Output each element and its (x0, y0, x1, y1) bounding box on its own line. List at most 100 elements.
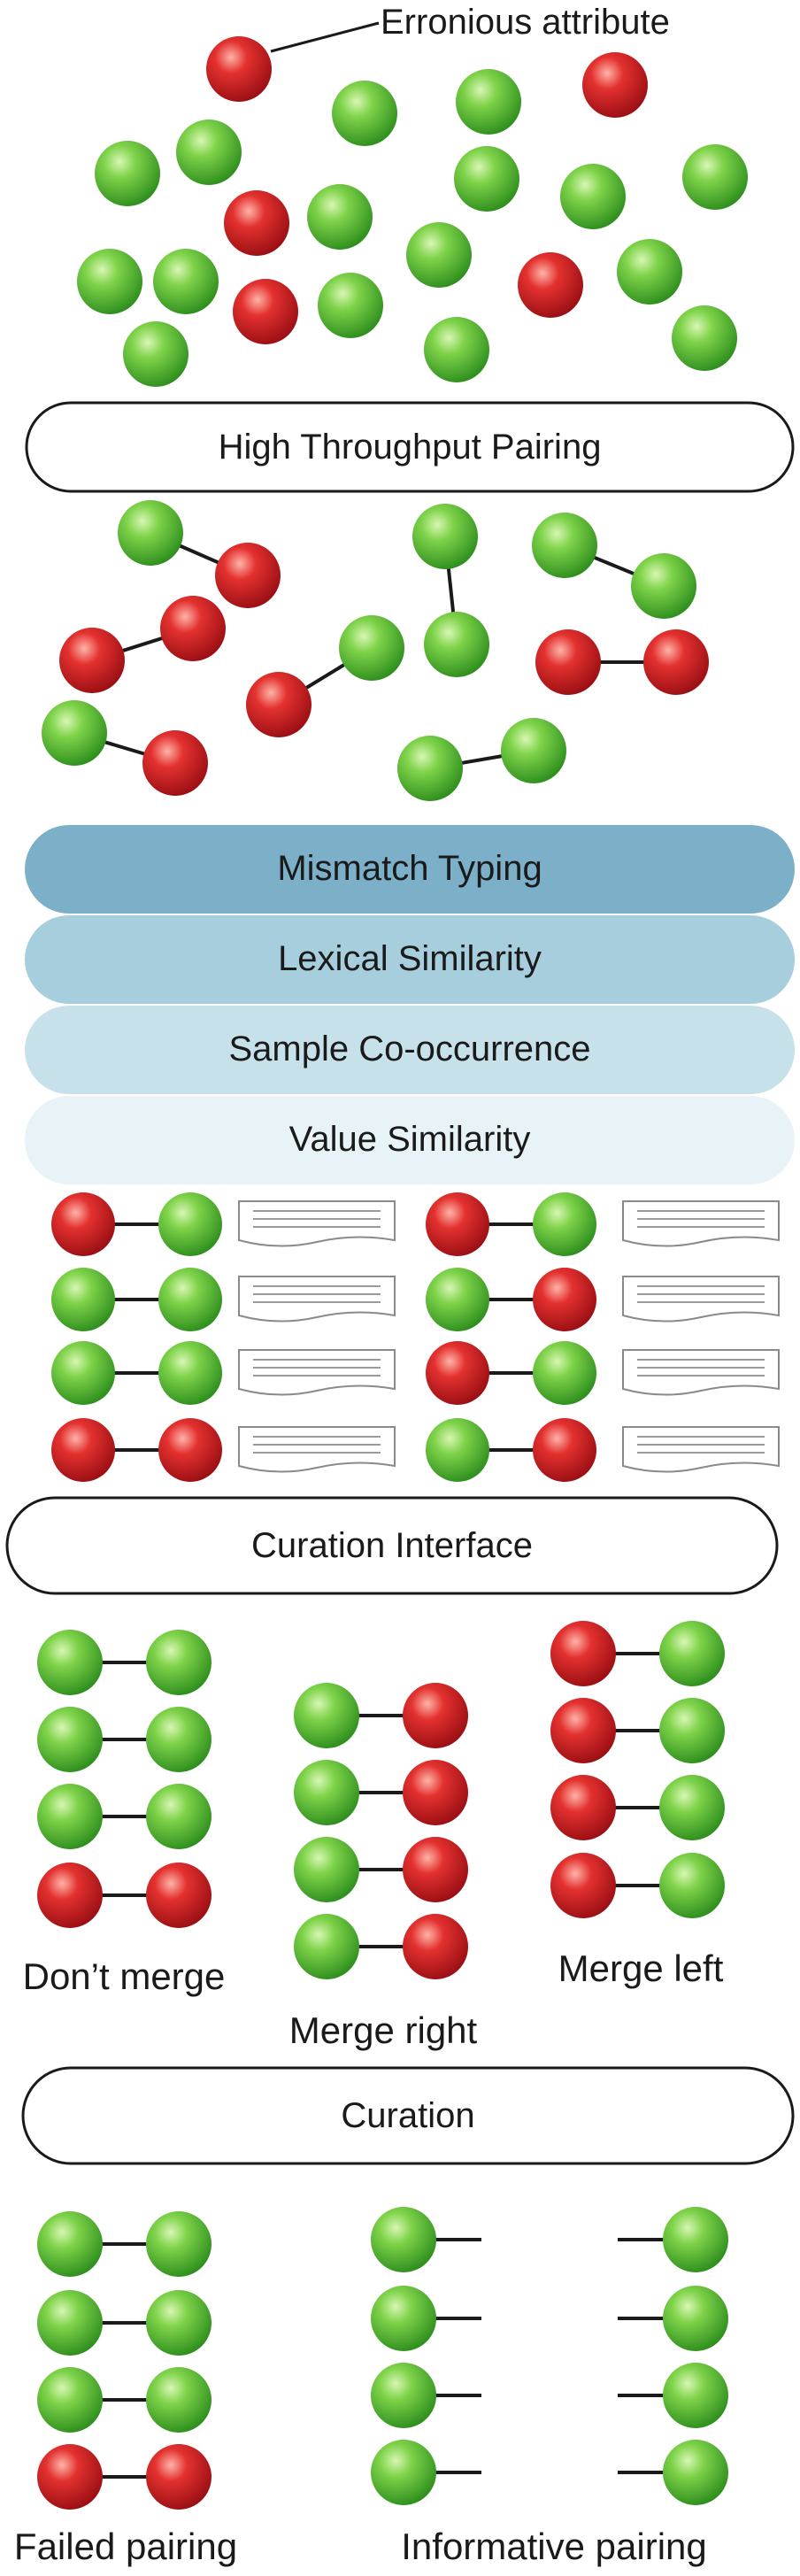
candidate-pairs (42, 500, 709, 801)
green-node-icon (617, 239, 682, 305)
attribute-pair (550, 1775, 725, 1840)
green-node-icon (397, 736, 463, 801)
red-node-icon (550, 1853, 616, 1918)
red-node-icon (215, 543, 281, 608)
green-node-icon (307, 184, 373, 250)
curation-label: Curation (341, 2096, 474, 2135)
red-node-icon (533, 1268, 596, 1331)
attribute-pair (37, 2444, 212, 2510)
green-node-icon (663, 2207, 728, 2272)
attribute-pair (37, 2367, 212, 2433)
green-node-icon (123, 321, 188, 387)
attribute-pair (51, 1341, 222, 1405)
red-node-icon (51, 1192, 115, 1256)
attribute-pair (37, 1784, 212, 1849)
green-node-icon (371, 2363, 436, 2428)
green-node-icon (37, 2367, 103, 2433)
document-icon (238, 1426, 396, 1473)
attribute-pair (426, 1418, 596, 1482)
metric-value-similarity: Value Similarity (25, 1096, 795, 1184)
green-node-icon (146, 2211, 212, 2277)
attribute-pair (59, 596, 226, 693)
red-node-icon (550, 1775, 616, 1840)
green-node-icon (426, 1418, 489, 1482)
green-node-icon (51, 1268, 115, 1331)
attribute-pair (550, 1853, 725, 1918)
green-node-icon (146, 1707, 212, 1772)
green-node-icon (339, 615, 404, 681)
green-node-icon (37, 1630, 103, 1695)
attribute-pair (42, 700, 208, 796)
red-node-icon (146, 1863, 212, 1928)
red-node-icon (535, 629, 601, 695)
green-node-icon (294, 1760, 359, 1825)
attribute-pair (426, 1192, 596, 1256)
metric-lexical-similarity-label: Lexical Similarity (278, 939, 542, 978)
green-node-icon (37, 1784, 103, 1849)
erroneous-attribute-annotation: Erronious attribute (381, 3, 670, 42)
green-node-icon (146, 1630, 212, 1695)
metric-lexical-similarity: Lexical Similarity (25, 915, 795, 1004)
red-node-icon (160, 596, 226, 661)
green-node-icon (51, 1341, 115, 1405)
high-throughput-pairing-step: High Throughput Pairing (25, 401, 795, 493)
informative-attribute-left (371, 2207, 481, 2272)
green-node-icon (532, 513, 597, 578)
red-node-icon (518, 252, 583, 318)
attribute-pair (294, 1914, 468, 1979)
group-label-merge-left: Merge left (558, 1947, 724, 1989)
green-node-icon (659, 1853, 725, 1918)
attribute-pair (37, 1630, 212, 1695)
green-node-icon (456, 69, 521, 135)
document-icon (622, 1349, 780, 1396)
green-node-icon (412, 504, 478, 569)
curation-interface-label: Curation Interface (251, 1526, 533, 1565)
metric-sample-co-occurrence-label: Sample Co-occurrence (228, 1030, 590, 1068)
informative-attribute-right (618, 2363, 728, 2428)
red-node-icon (426, 1192, 489, 1256)
green-node-icon (294, 1914, 359, 1979)
attribute-pair (37, 1863, 212, 1928)
attribute-pair (532, 513, 696, 619)
red-node-icon (37, 2444, 103, 2510)
green-node-icon (533, 1192, 596, 1256)
red-node-icon (582, 52, 648, 118)
metric-mismatch-typing: Mismatch Typing (25, 825, 795, 914)
green-node-icon (663, 2363, 728, 2428)
metric-sample-co-occurrence-bar (25, 1006, 795, 1094)
attribute-pair (397, 718, 566, 801)
metric-sample-co-occurrence: Sample Co-occurrence (25, 1006, 795, 1094)
attribute-pair (51, 1418, 222, 1482)
red-node-icon (403, 1760, 468, 1825)
curation-interface-step: Curation Interface (5, 1496, 779, 1595)
metric-value-similarity-label: Value Similarity (289, 1120, 531, 1159)
attribute-pair (550, 1621, 725, 1686)
green-node-icon (37, 1707, 103, 1772)
document-icon (622, 1200, 780, 1247)
green-node-icon (176, 120, 242, 185)
informative-attribute-left (371, 2286, 481, 2351)
metric-mismatch-typing-bar (25, 825, 795, 914)
informative-attribute-right (618, 2286, 728, 2351)
attribute-pair (550, 1698, 725, 1763)
green-node-icon (371, 2207, 436, 2272)
attribute-pair (37, 2211, 212, 2277)
green-node-icon (424, 317, 489, 382)
green-node-icon (318, 273, 383, 338)
red-node-icon (246, 672, 312, 737)
informative-attribute-left (371, 2363, 481, 2428)
red-node-icon (37, 1863, 103, 1928)
green-node-icon (42, 700, 107, 766)
metric-value-similarity-bar (25, 1096, 795, 1184)
red-node-icon (426, 1341, 489, 1405)
document-icon (238, 1200, 396, 1247)
attribute-pair (246, 615, 404, 737)
annotation-leader-line (270, 21, 380, 53)
green-node-icon (560, 164, 626, 229)
attribute-pair (535, 629, 709, 695)
informative-attribute-left (371, 2440, 481, 2505)
green-node-icon (332, 81, 397, 146)
attribute-pair (426, 1341, 596, 1405)
red-node-icon (224, 190, 289, 256)
